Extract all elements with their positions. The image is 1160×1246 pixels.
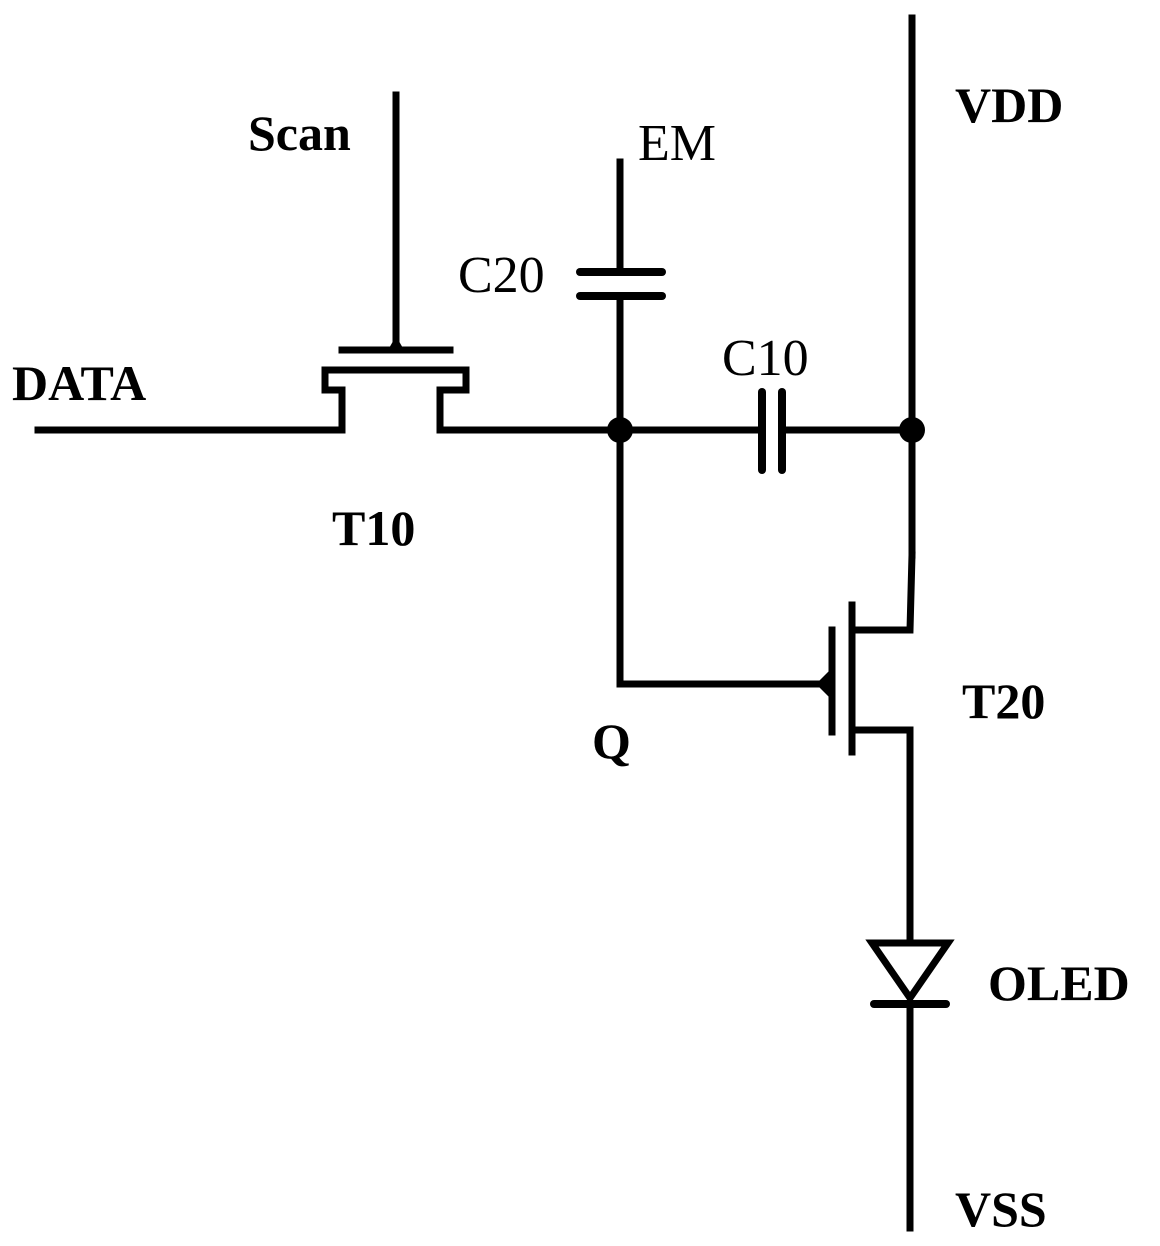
- label-c20: C20: [458, 247, 545, 304]
- label-scan: Scan: [248, 105, 351, 161]
- capacitor-c20: [580, 162, 662, 430]
- label-t10: T10: [332, 500, 415, 556]
- t20-source-wire: [852, 730, 910, 940]
- capacitor-c10: [620, 392, 912, 470]
- q-node-wire: [620, 430, 822, 684]
- t10-channel: [325, 370, 466, 430]
- t20-gate-arrow: [816, 668, 832, 700]
- t10-gate-arrow: [388, 336, 404, 350]
- label-oled: OLED: [988, 955, 1130, 1011]
- label-t20: T20: [962, 673, 1045, 729]
- label-em: EM: [638, 115, 716, 172]
- label-vss: VSS: [955, 1181, 1047, 1237]
- label-data: DATA: [12, 355, 146, 411]
- node-q-junction: [607, 417, 633, 443]
- label-c10: C10: [722, 330, 809, 387]
- t20-drain-wire: [852, 555, 912, 630]
- label-q: Q: [592, 713, 631, 769]
- oled-diode: [872, 943, 948, 1004]
- oled-triangle: [872, 943, 948, 998]
- transistor-t20: [816, 555, 912, 940]
- label-vdd: VDD: [955, 77, 1063, 133]
